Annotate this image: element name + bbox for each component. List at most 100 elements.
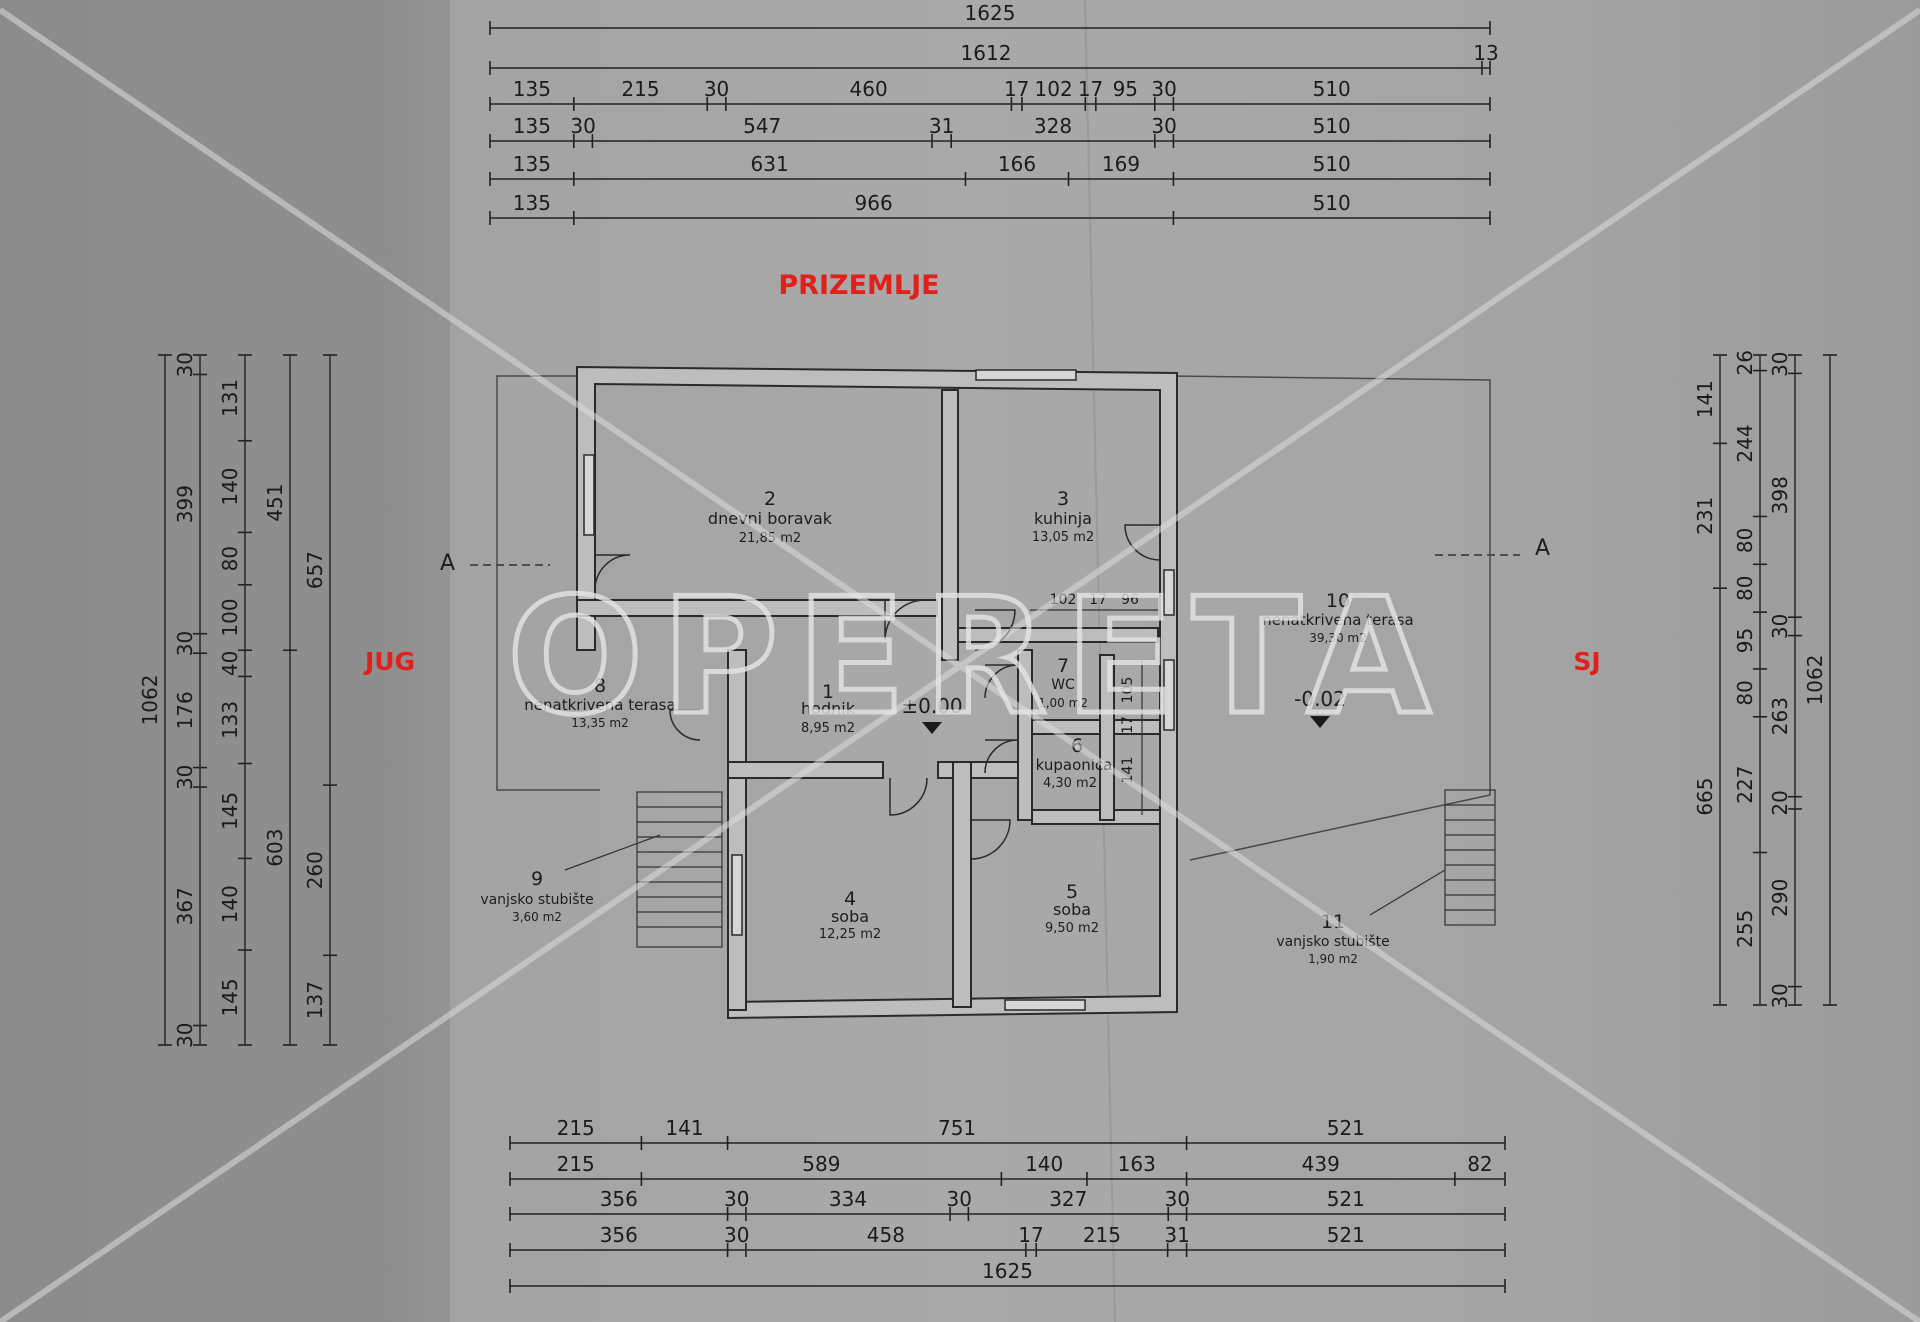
dim-label: 20 [1768, 790, 1792, 815]
room-label-4: 4 soba 12,25 m2 [819, 888, 881, 942]
dim-label: 1625 [965, 1, 1016, 25]
dim-label: 17 [1120, 716, 1136, 734]
room-area: 1,90 m2 [1308, 952, 1358, 966]
dim-label: 458 [867, 1223, 905, 1247]
dim-label: 80 [1733, 680, 1757, 705]
dim-label: 215 [557, 1152, 595, 1176]
room-number: 5 [1066, 881, 1078, 903]
dim-label: 17 [1004, 77, 1029, 101]
dim-label: 521 [1327, 1223, 1365, 1247]
paper-fold-shadow [0, 0, 450, 1322]
dim-label: 510 [1313, 152, 1351, 176]
watermark [0, 7, 1920, 1322]
dim-label: 215 [621, 77, 659, 101]
window-room4 [731, 854, 743, 936]
dim-label: 231 [1693, 497, 1717, 535]
door-terrace-hall [669, 709, 701, 741]
dim-label: 102 [1035, 77, 1073, 101]
door-living-terrace [594, 554, 631, 591]
room-number: 3 [1057, 488, 1069, 510]
wall-living-bottom [576, 599, 938, 617]
room-label-3: 3 kuhinja 13,05 m2 [1032, 488, 1094, 545]
room-area: 13,35 m2 [571, 716, 629, 730]
dim-label: 135 [513, 77, 551, 101]
room-area: 1,00 m2 [1038, 696, 1088, 710]
dim-label: 145 [218, 792, 242, 830]
dim-label: 166 [998, 152, 1036, 176]
dim-label: 141 [1693, 380, 1717, 418]
dim-label: 95 [1113, 77, 1138, 101]
dim-label: 135 [513, 114, 551, 138]
stairs-left [636, 791, 723, 948]
dim-label: 30 [1151, 77, 1176, 101]
room-name: vanjsko stubište [480, 892, 593, 908]
room-number: 4 [844, 888, 856, 910]
level-arrow-icon [922, 722, 942, 734]
dim-label: 451 [263, 484, 287, 522]
dim-label: 751 [938, 1116, 976, 1140]
window-kitchen [975, 369, 1077, 381]
dim-label: 263 [1768, 697, 1792, 735]
dim-label: 1625 [982, 1259, 1033, 1283]
wall-wc-right [1099, 654, 1115, 821]
window-room5 [1004, 999, 1086, 1011]
section-marker-left: A [440, 551, 550, 576]
room-name: kuhinja [1034, 509, 1092, 528]
dim-label: 327 [1049, 1187, 1087, 1211]
dim-label: 30 [173, 352, 197, 377]
dim-label: 140 [218, 467, 242, 505]
room-name: nenatkrivena terasa [524, 696, 675, 714]
dim-label: 30 [173, 631, 197, 656]
dim-label: 145 [218, 978, 242, 1016]
section-label-right: A [1535, 536, 1550, 561]
dim-label: 521 [1327, 1187, 1365, 1211]
dim-label: 215 [557, 1116, 595, 1140]
window-living [583, 454, 595, 536]
room-name: soba [831, 907, 869, 926]
dim-label: 521 [1327, 1116, 1365, 1140]
dim-label: 356 [600, 1187, 638, 1211]
dim-label: 102 [1050, 592, 1077, 608]
room-label-7: 7 WC 1,00 m2 [1038, 655, 1088, 710]
wall-bath-room5 [1031, 809, 1161, 825]
windows [583, 369, 1175, 1011]
dim-label: 105 [1120, 677, 1136, 704]
door-room4 [889, 777, 928, 816]
dim-label: 603 [263, 829, 287, 867]
room-name: soba [1053, 900, 1091, 919]
room-area: 12,25 m2 [819, 927, 881, 942]
room-number: 10 [1326, 590, 1350, 612]
dim-label: 169 [1102, 152, 1140, 176]
dim-label: 140 [218, 885, 242, 923]
stairs-right [1444, 789, 1496, 926]
dim-label: 30 [1151, 114, 1176, 138]
room-area: 3,60 m2 [512, 910, 562, 924]
room-label-8: 8 nenatkrivena terasa 13,35 m2 [524, 675, 675, 730]
level-marker-terrace: -0.02 [1294, 687, 1346, 728]
dim-label: 31 [1164, 1223, 1189, 1247]
dim-label: 367 [173, 887, 197, 925]
dim-label: 631 [751, 152, 789, 176]
dim-label: 510 [1313, 77, 1351, 101]
dim-label: 290 [1768, 879, 1792, 917]
room-area: 39,30 m2 [1309, 631, 1367, 645]
dim-label: 176 [173, 691, 197, 729]
room-label-9: 9 vanjsko stubište 3,60 m2 [480, 868, 593, 924]
side-label-right: SJ [1573, 647, 1600, 676]
dim-label: 460 [850, 77, 888, 101]
level-label-terrace: -0.02 [1294, 687, 1346, 711]
dim-label: 135 [513, 191, 551, 215]
dim-label: 133 [218, 701, 242, 739]
wall-wc-bath [1031, 719, 1161, 735]
dim-label: 82 [1467, 1152, 1492, 1176]
dim-label: 1062 [1803, 655, 1827, 706]
room-number: 1 [822, 681, 834, 703]
dim-label: 966 [855, 191, 893, 215]
dim-label: 657 [303, 551, 327, 589]
room-label-10: 10 nenatkrivena terasa 39,30 m2 [1262, 590, 1413, 645]
door-bathroom [984, 739, 1019, 774]
window-kitchen-side [1163, 569, 1175, 616]
dim-label: 255 [1733, 910, 1757, 948]
